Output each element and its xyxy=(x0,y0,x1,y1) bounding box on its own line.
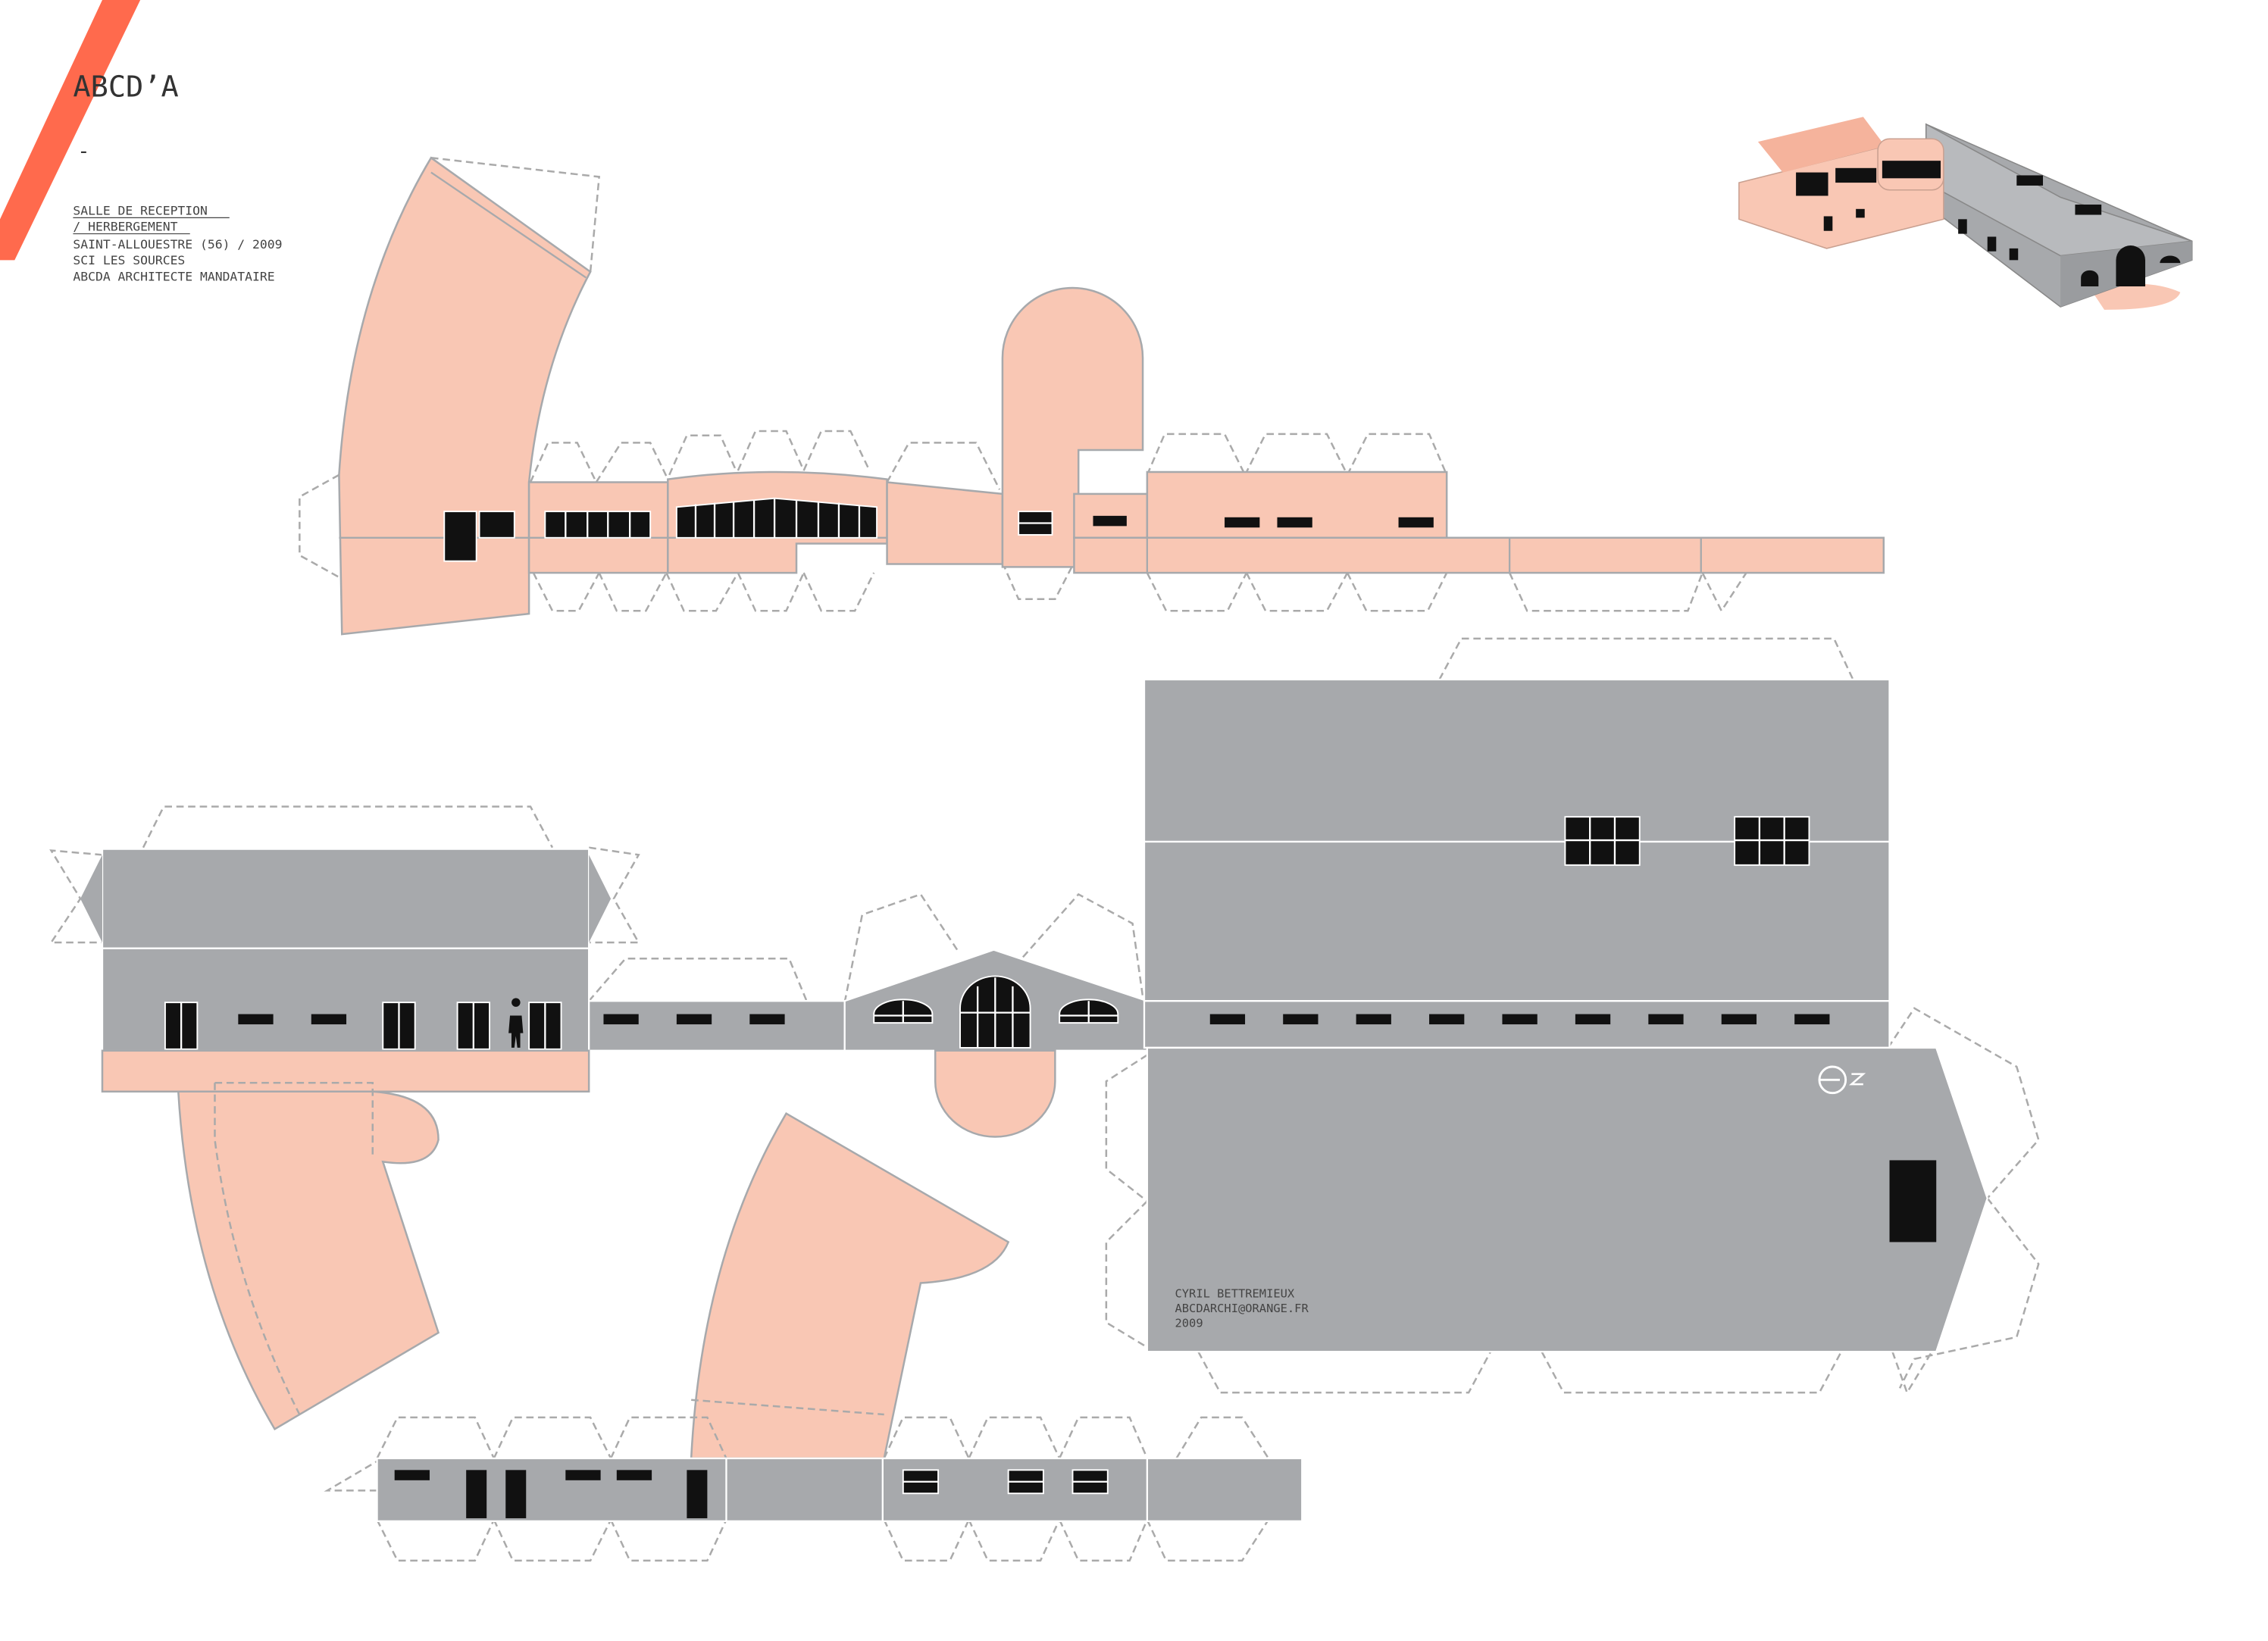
north-arrow-icon xyxy=(1818,1065,1866,1095)
glue-tabs-bottom xyxy=(324,1416,1269,1562)
facade-section-3 xyxy=(886,481,1004,565)
curved-floor-center xyxy=(690,1112,1010,1460)
curved-floor-left xyxy=(177,1090,440,1431)
credit-email: ABCDARCHI@ORANGE.FR xyxy=(1175,1302,1309,1315)
grey-main-net: CYRIL BETTREMIEUX ABCDARCHI@ORANGE.FR 20… xyxy=(49,637,2040,1396)
project-client: SCI LES SOURCES xyxy=(73,253,185,267)
project-title-line2: / HERBERGEMENT xyxy=(73,220,177,234)
bottom-strip xyxy=(324,1416,1303,1562)
project-title-line1: SALLE DE RECEPTION xyxy=(73,204,207,218)
top-strip-windows xyxy=(443,497,1434,562)
pavilion-roof xyxy=(101,848,590,949)
top-strip xyxy=(299,156,1885,636)
glue-tabs-top xyxy=(299,157,1747,613)
apse-piece xyxy=(934,1049,1056,1138)
glue-tabs-grey xyxy=(49,637,2040,1396)
project-info: SALLE DE RECEPTION / HERBERGEMENT SAINT-… xyxy=(73,204,282,284)
credit-year: 2009 xyxy=(1175,1316,1203,1330)
facade-section-4 xyxy=(1073,492,1149,539)
credit-author: CYRIL BETTREMIEUX xyxy=(1175,1287,1294,1301)
project-architect: ABCDA ARCHITECTE MANDATAIRE xyxy=(73,269,274,283)
corridor-facade xyxy=(588,1000,846,1052)
facade-section-5 xyxy=(1146,470,1448,540)
building-model-thumbnail xyxy=(1738,117,2193,310)
hall-door xyxy=(1889,1160,1937,1242)
hall-floor xyxy=(1146,1046,1988,1353)
accent-stripe xyxy=(0,0,141,261)
project-location: SAINT-ALLOUESTRE (56) / 2009 xyxy=(73,237,282,252)
grey-net-windows xyxy=(164,816,1937,1242)
curved-wing-piece xyxy=(338,156,592,636)
pavilion-base-strip xyxy=(101,1049,590,1093)
tower-piece xyxy=(1001,286,1144,568)
logo: ABCD’A xyxy=(73,70,178,104)
logo-dash: - xyxy=(77,139,89,163)
base-strip xyxy=(1073,536,1885,574)
salmon-base-pieces xyxy=(101,1049,1056,1460)
person-silhouette-icon xyxy=(508,998,524,1048)
